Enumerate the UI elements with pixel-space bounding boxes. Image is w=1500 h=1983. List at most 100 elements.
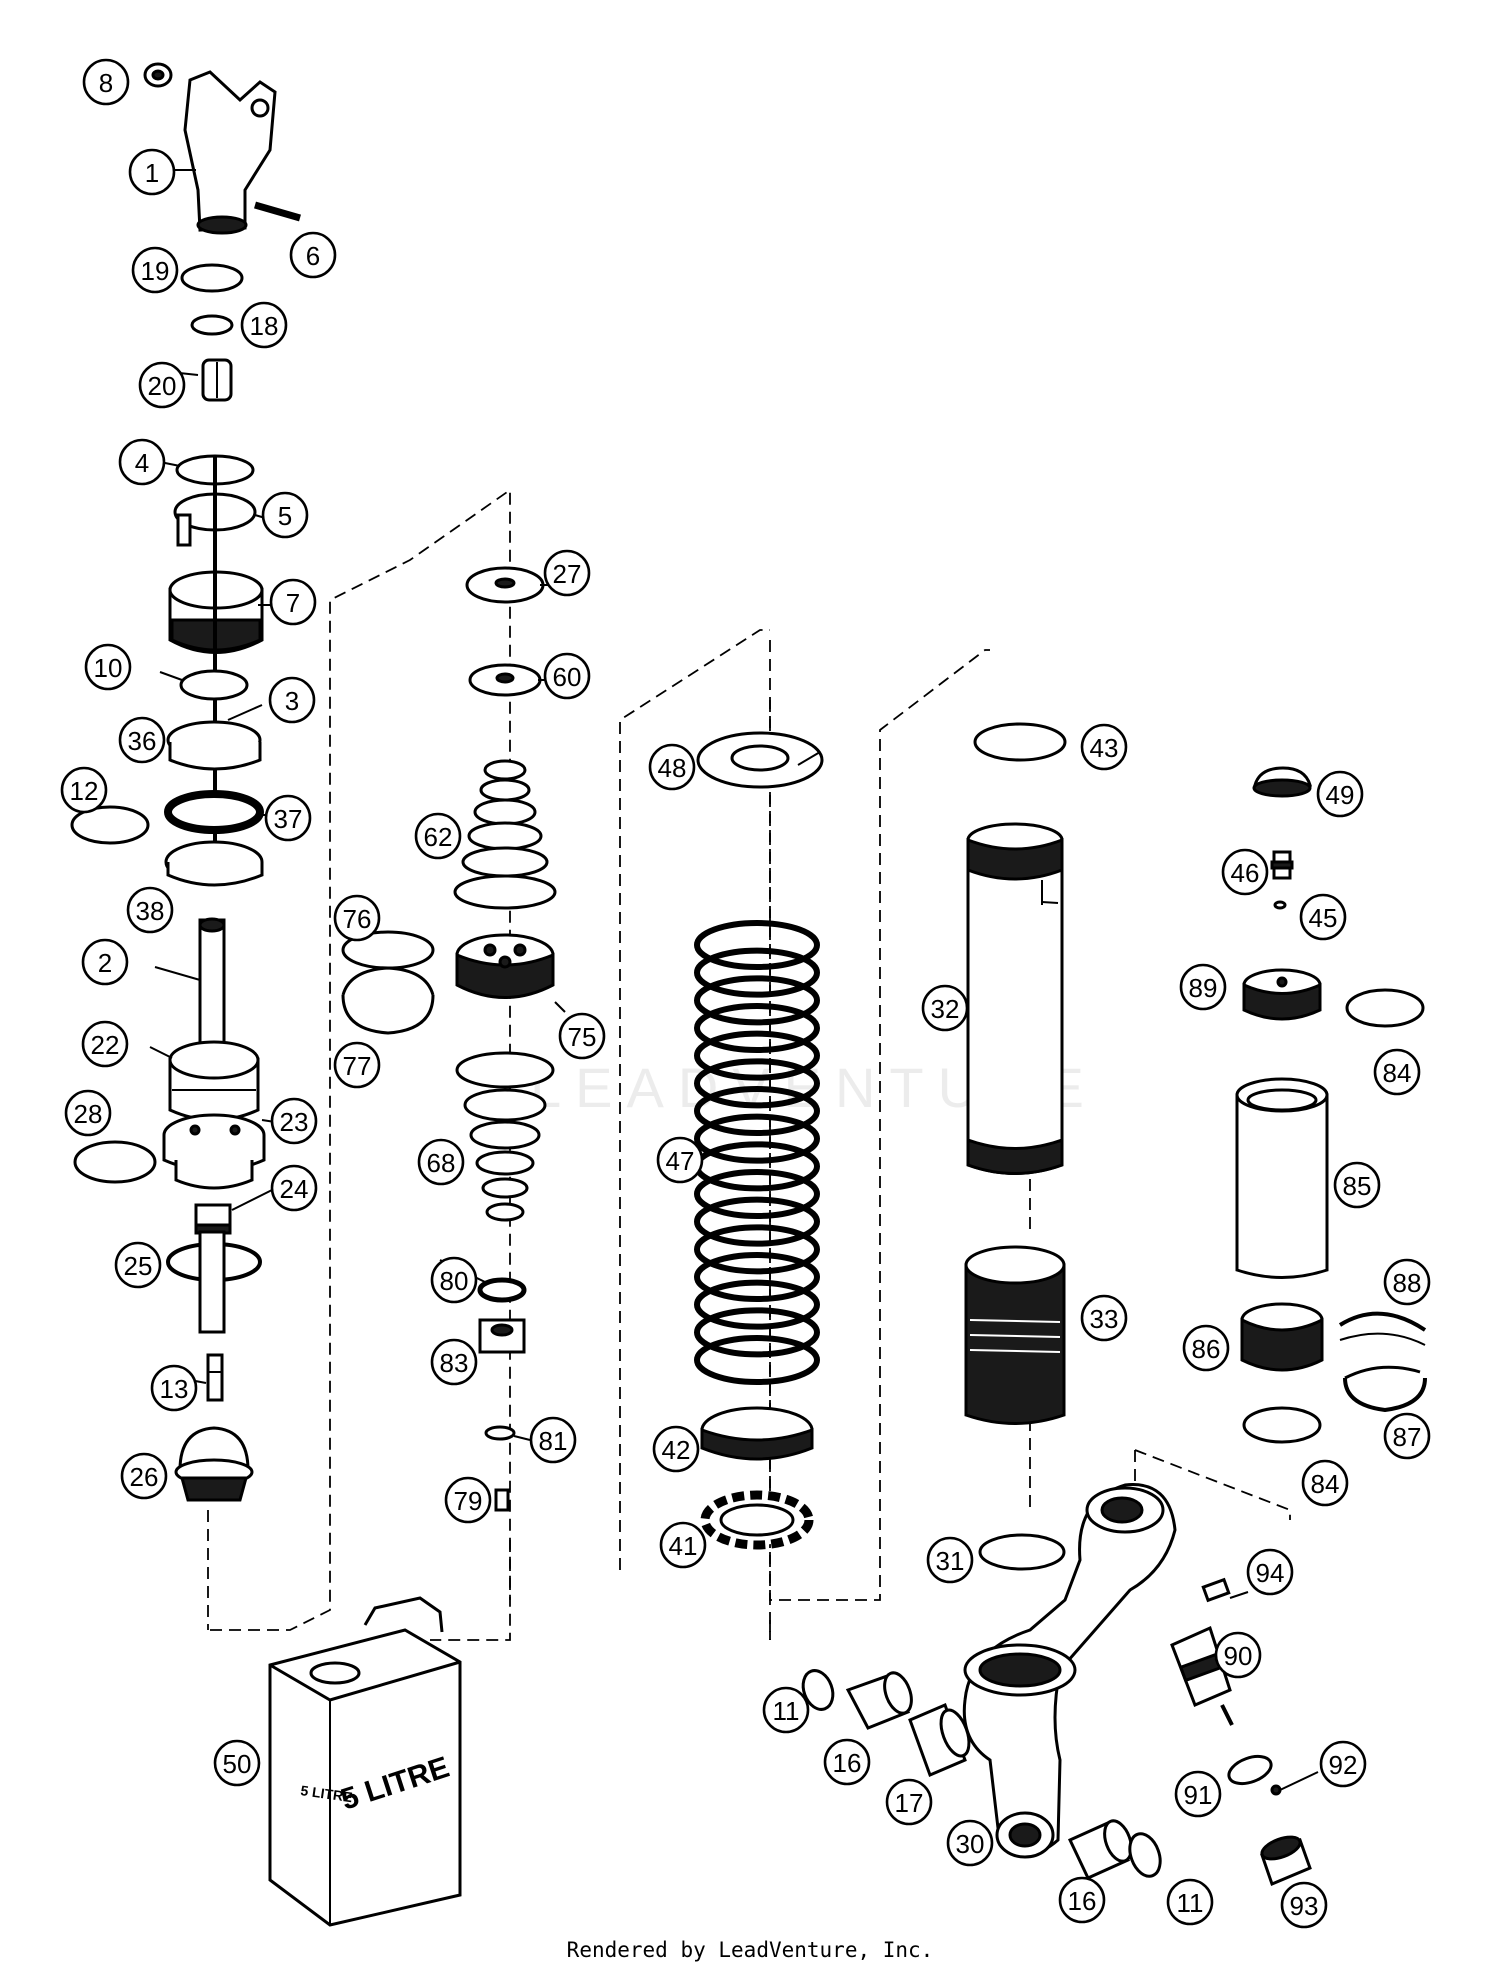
- callout-label: 10: [94, 653, 123, 683]
- callout-circle: [529, 1416, 577, 1464]
- circlip-87: [1343, 1365, 1427, 1413]
- callout-25: 25: [114, 1241, 162, 1289]
- o-ring-84b: [1242, 1406, 1322, 1444]
- callout-circle: [558, 1012, 606, 1060]
- callout-8: 8: [82, 58, 130, 106]
- callout-91: 91: [1174, 1770, 1222, 1818]
- callout-19: 19: [131, 246, 179, 294]
- callout-label: 80: [440, 1266, 469, 1296]
- cylinder-32: [966, 822, 1064, 1175]
- callout-label: 30: [956, 1829, 985, 1859]
- callout-76: 76: [333, 894, 381, 942]
- o-ring-45: [1273, 900, 1287, 910]
- callout-87: 87: [1383, 1412, 1431, 1460]
- callout-label: 46: [1231, 858, 1260, 888]
- callout-circle: [81, 938, 129, 986]
- callout-45: 45: [1299, 893, 1347, 941]
- callout-label: 38: [136, 896, 165, 926]
- callout-circle: [1301, 1459, 1349, 1507]
- spring-coil: [694, 920, 820, 970]
- spring-coil: [694, 1030, 820, 1081]
- valve-13: [206, 1353, 224, 1402]
- callout-circle: [1383, 1412, 1431, 1460]
- callout-43: 43: [1080, 723, 1128, 771]
- callout-label: 84: [1311, 1469, 1340, 1499]
- callout-label: 13: [160, 1374, 189, 1404]
- callout-30: 30: [946, 1819, 994, 1867]
- callout-circle: [120, 1452, 168, 1500]
- callout-circle: [138, 361, 186, 409]
- callout-circle: [82, 58, 130, 106]
- callout-33: 33: [1080, 1294, 1128, 1342]
- callout-circle: [240, 301, 288, 349]
- cap-49: [1252, 766, 1313, 798]
- callout-81: 81: [529, 1416, 577, 1464]
- callout-label: 25: [124, 1251, 153, 1281]
- circlip-88: [1338, 1311, 1427, 1346]
- o-ring-19: [180, 263, 244, 293]
- callout-label: 6: [306, 241, 320, 271]
- callout-77: 77: [333, 1041, 381, 1089]
- liner-33: [964, 1245, 1066, 1425]
- assembly-guide-lines: [207, 488, 1291, 1641]
- callout-label: 88: [1393, 1268, 1422, 1298]
- callout-circle: [1080, 1294, 1128, 1342]
- lock-nut-41: [700, 1490, 814, 1550]
- callout-38: 38: [126, 886, 174, 934]
- callout-circle: [131, 246, 179, 294]
- bolt-94: [1201, 1577, 1231, 1603]
- spring-coil: [694, 947, 820, 998]
- bump-stop-20: [201, 358, 233, 402]
- callout-label: 32: [931, 994, 960, 1024]
- callout-circle: [64, 1089, 112, 1137]
- callout-circle: [1383, 1258, 1431, 1306]
- piston-rod-lower: [198, 1230, 226, 1334]
- callout-label: 83: [440, 1348, 469, 1378]
- bushing-16b: [1067, 1819, 1133, 1880]
- callout-24: 24: [270, 1164, 318, 1212]
- top-clevis-eye: [183, 70, 277, 235]
- spring-coil: [694, 1252, 820, 1302]
- callout-circle: [946, 1819, 994, 1867]
- callout-circle: [114, 1241, 162, 1289]
- callout-label: 36: [128, 726, 157, 756]
- callout-circle: [289, 231, 337, 279]
- seal-head-36: [166, 720, 262, 771]
- callout-46: 46: [1221, 848, 1269, 896]
- shim-stack-68: [455, 1051, 555, 1222]
- callout-label: 23: [280, 1107, 309, 1137]
- callout-circle: [1299, 893, 1347, 941]
- callout-circle: [81, 1020, 129, 1068]
- callout-label: 76: [343, 904, 372, 934]
- callout-label: 81: [539, 1426, 568, 1456]
- callout-36: 36: [118, 716, 166, 764]
- spring-coil: [694, 1335, 820, 1385]
- callout-17: 17: [885, 1778, 933, 1826]
- callout-circle: [268, 676, 316, 724]
- callout-label: 31: [936, 1546, 965, 1576]
- callout-label: 20: [148, 371, 177, 401]
- adjuster-knob-93: [1260, 1835, 1312, 1887]
- callout-circle: [823, 1738, 871, 1786]
- callout-label: 48: [658, 753, 687, 783]
- callout-label: 91: [1184, 1780, 1213, 1810]
- callout-label: 43: [1090, 733, 1119, 763]
- callout-85: 85: [1333, 1161, 1381, 1209]
- callout-circle: [1221, 848, 1269, 896]
- adjuster-90: [1170, 1625, 1234, 1726]
- callout-label: 68: [427, 1148, 456, 1178]
- ball-92: [1270, 1784, 1282, 1796]
- callout-circle: [84, 643, 132, 691]
- callout-68: 68: [417, 1138, 465, 1186]
- callout-3: 3: [268, 676, 316, 724]
- callout-circle: [430, 1256, 478, 1304]
- callout-label: 60: [553, 662, 582, 692]
- callout-26: 26: [120, 1452, 168, 1500]
- callout-42: 42: [652, 1425, 700, 1473]
- callout-label: 86: [1192, 1334, 1221, 1364]
- callout-27: 27: [543, 549, 591, 597]
- callout-12: 12: [60, 766, 108, 814]
- bush-24: [194, 1203, 232, 1235]
- callout-16b: 16: [1058, 1876, 1106, 1924]
- washer-27: [465, 566, 545, 604]
